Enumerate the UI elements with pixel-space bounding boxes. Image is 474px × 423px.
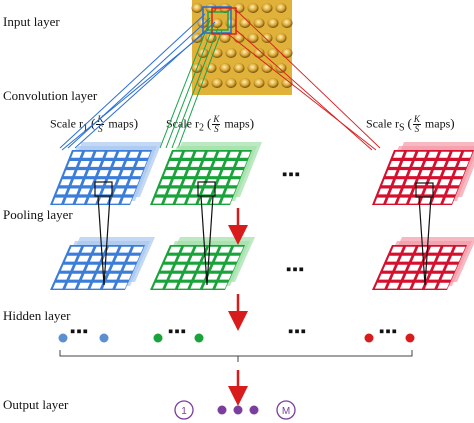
- ellipsis-hidden-1: ▪▪▪: [70, 324, 89, 340]
- connections-blue: [59, 13, 216, 151]
- convolution-layer-label: Convolution layer: [3, 88, 98, 103]
- connections-red: [227, 9, 381, 151]
- pool-map-green: [150, 237, 255, 290]
- hidden-node-red-1: [364, 333, 374, 343]
- connections-green: [159, 19, 223, 149]
- conv-map-blue: [50, 142, 162, 205]
- receptive-field-green: [207, 11, 229, 31]
- input-layer-label: Input layer: [3, 14, 60, 29]
- output-dot-1: [217, 405, 227, 415]
- output-dot-2: [233, 405, 243, 415]
- hidden-layer-bracket: [59, 350, 413, 362]
- pooling-kernel-red: [415, 182, 434, 286]
- pooling-kernel-blue: [94, 181, 113, 286]
- ellipsis-hidden-2: ▪▪▪: [168, 324, 187, 340]
- pooling-kernel-green: [197, 181, 216, 286]
- output-node-last: [276, 400, 296, 420]
- output-node-last-label: M: [282, 406, 290, 417]
- ellipsis-convolution: ▪▪▪: [282, 167, 301, 183]
- output-dot-3: [249, 405, 259, 415]
- output-node-first-label: 1: [181, 406, 187, 417]
- output-node-first: [174, 400, 194, 420]
- hidden-layer-label: Hidden layer: [3, 308, 71, 323]
- hidden-node-blue-2: [99, 333, 109, 343]
- conv-map-red: [372, 142, 474, 205]
- hidden-node-blue-1: [58, 333, 68, 343]
- ellipsis-pooling: ▪▪▪: [286, 262, 305, 278]
- ellipsis-hidden-3: ▪▪▪: [288, 324, 307, 340]
- hidden-node-green-2: [194, 333, 204, 343]
- conv-map-green: [150, 142, 262, 205]
- pooling-layer-label: Pooling layer: [3, 207, 73, 222]
- hidden-node-green-1: [153, 333, 163, 343]
- input-image: [191, 0, 293, 95]
- receptive-field-blue: [202, 6, 232, 34]
- hidden-node-red-2: [405, 333, 415, 343]
- ellipsis-hidden-4: ▪▪▪: [379, 324, 398, 340]
- output-layer-label: Output layer: [3, 397, 69, 412]
- pool-map-red: [372, 237, 474, 290]
- receptive-field-red: [211, 7, 237, 35]
